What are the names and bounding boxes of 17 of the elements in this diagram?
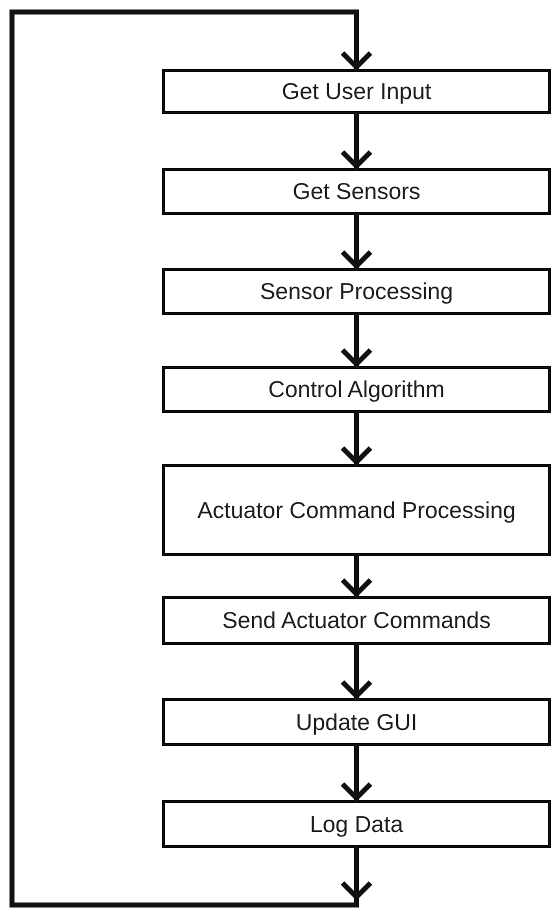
process-label: Send Actuator Commands xyxy=(222,606,491,636)
process-label: Actuator Command Processing xyxy=(197,496,516,525)
process-label: Update GUI xyxy=(296,708,418,737)
process-box xyxy=(162,69,551,114)
process-box xyxy=(162,268,551,315)
process-box xyxy=(162,596,551,645)
process-box xyxy=(162,464,551,556)
loop-arrow xyxy=(10,10,372,908)
process-label: Get User Input xyxy=(282,77,432,106)
process-box xyxy=(162,800,551,848)
process-label: Sensor Processing xyxy=(260,277,454,306)
process-box xyxy=(162,698,551,746)
process-label: Log Data xyxy=(310,810,404,839)
process-label: Control Algorithm xyxy=(268,375,445,404)
process-box xyxy=(162,168,551,215)
process-label: Get Sensors xyxy=(292,177,420,206)
process-box xyxy=(162,366,551,413)
